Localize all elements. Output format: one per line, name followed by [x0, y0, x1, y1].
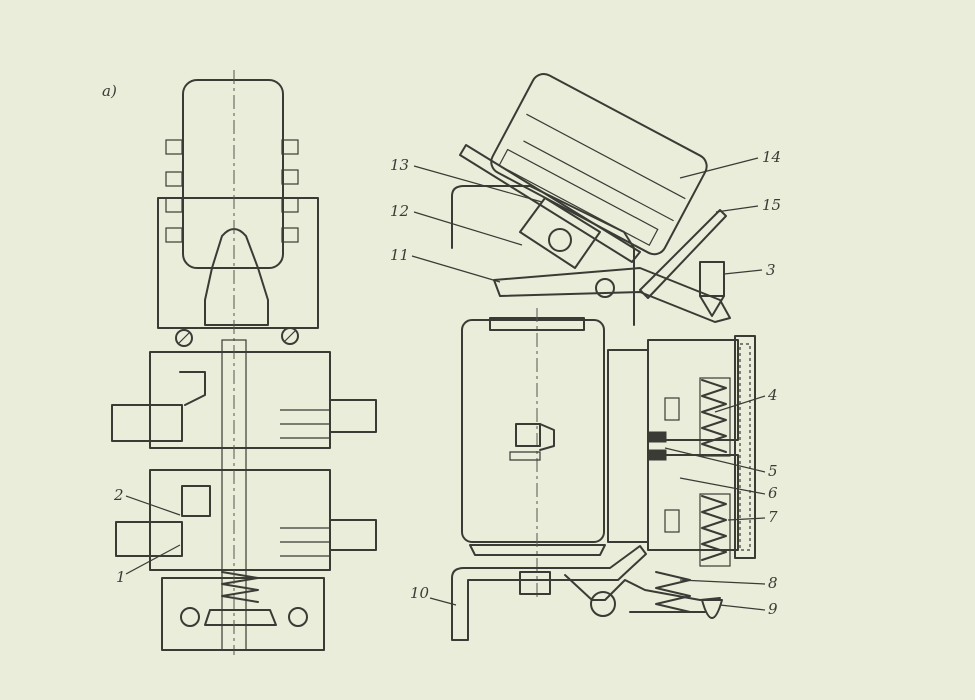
callout-7: 7	[727, 508, 778, 526]
tilted-cover	[490, 72, 708, 256]
callout-11: 11	[390, 246, 501, 283]
front-view	[111, 70, 377, 655]
callout-12: 12	[390, 202, 523, 246]
center-rod	[221, 339, 247, 651]
side-plate	[157, 197, 319, 329]
foot-nut	[519, 571, 551, 595]
base-hole-right	[288, 607, 308, 627]
svg-text:8: 8	[768, 574, 778, 592]
coil	[461, 319, 605, 543]
svg-text:9: 9	[768, 600, 778, 618]
contact-5a	[647, 431, 667, 443]
callout-15: 15	[715, 196, 781, 214]
foot	[451, 545, 647, 641]
callout-14: 14	[679, 148, 781, 179]
terminal-squares	[165, 139, 299, 243]
contact-pin	[699, 261, 725, 297]
svg-text:7: 7	[768, 508, 778, 526]
spring-seat	[204, 609, 277, 626]
callout-1: 1	[116, 544, 181, 586]
spring-plate	[639, 209, 727, 299]
svg-text:2: 2	[113, 486, 124, 504]
cover-plate	[459, 144, 641, 263]
callout-5: 5	[664, 447, 778, 480]
lower-left-terminal	[115, 521, 183, 557]
screw-left	[175, 329, 193, 347]
svg-text:13: 13	[390, 156, 409, 174]
callout-4: 4	[714, 386, 778, 413]
base-spring	[221, 571, 259, 603]
svg-text:4: 4	[767, 386, 778, 404]
svg-text:15: 15	[762, 196, 781, 214]
spring-4	[701, 379, 727, 453]
lower-right-terminal	[329, 519, 377, 551]
callout-2: 2	[113, 486, 181, 516]
lever	[493, 267, 731, 323]
linkage	[564, 574, 721, 601]
rod	[451, 185, 635, 326]
callout-8: 8	[679, 574, 778, 592]
upper-contact-housing	[647, 339, 739, 441]
callout-13: 13	[390, 156, 543, 203]
spring-8	[655, 571, 691, 613]
lower-small-block	[181, 485, 211, 517]
core-block	[607, 349, 649, 543]
screw-right	[281, 327, 299, 345]
callout-6: 6	[679, 477, 778, 502]
upper-left-terminal	[111, 404, 183, 442]
callout-10: 10	[410, 584, 457, 606]
contact-5b	[647, 449, 667, 461]
panel-label: a)	[102, 82, 117, 100]
base-plate	[161, 577, 325, 651]
coil-terminal	[515, 423, 541, 447]
base-hole-left	[180, 607, 200, 627]
svg-text:6: 6	[768, 484, 778, 502]
svg-text:11: 11	[390, 246, 409, 264]
bracket	[519, 197, 601, 269]
spring-7	[701, 495, 727, 561]
hook-9	[701, 599, 723, 619]
upper-contact-block	[149, 351, 331, 449]
callout-9: 9	[719, 600, 778, 618]
top-cover	[182, 79, 284, 269]
svg-text:5: 5	[768, 462, 778, 480]
upper-right-terminal	[329, 399, 377, 433]
svg-text:3: 3	[766, 261, 776, 279]
svg-text:10: 10	[410, 584, 430, 602]
central-arm	[204, 228, 269, 326]
callout-3: 3	[723, 261, 776, 279]
svg-text:14: 14	[762, 148, 781, 166]
insulating-strip	[734, 335, 756, 559]
svg-text:1: 1	[116, 568, 126, 586]
side-view	[451, 72, 756, 641]
svg-text:12: 12	[390, 202, 409, 220]
